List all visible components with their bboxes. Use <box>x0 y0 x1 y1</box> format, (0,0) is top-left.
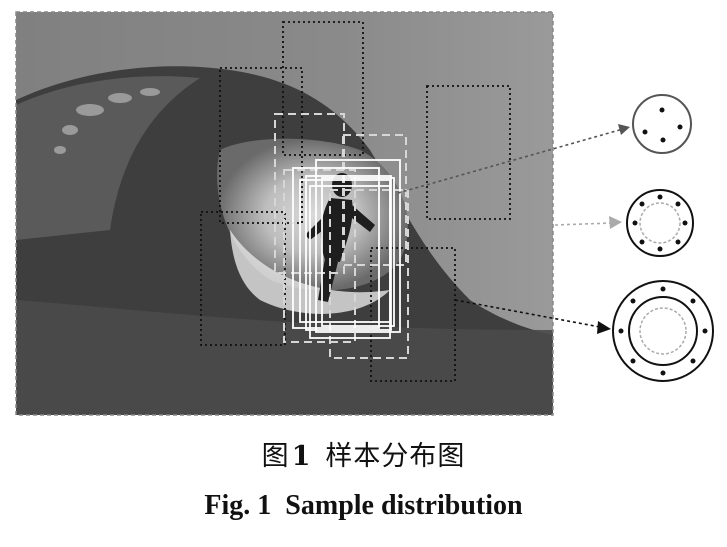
sample-box <box>292 167 380 329</box>
caption-en-text: Sample distribution <box>285 490 523 521</box>
arrow-near <box>397 128 624 194</box>
figure-caption-chinese: 图1 样本分布图 <box>0 434 727 473</box>
arrow-far <box>454 299 601 328</box>
sample-box <box>282 21 364 156</box>
sample-box <box>315 159 401 333</box>
caption-cn-text: 样本分布图 <box>325 441 466 472</box>
arrow-middle <box>554 222 613 226</box>
sample-box <box>342 134 407 266</box>
sample-box <box>426 85 511 220</box>
sample-box <box>370 247 456 382</box>
sample-box <box>329 189 409 359</box>
caption-cn-number: 1 <box>291 441 312 472</box>
wave-crest <box>16 76 200 240</box>
photo-border <box>15 11 554 416</box>
sampling-circle-small <box>632 94 692 154</box>
surf-photo <box>15 11 554 416</box>
lower-sea <box>16 300 553 415</box>
caption-en-number: 1 <box>257 490 272 521</box>
caption-en-prefix: Fig. <box>204 490 251 521</box>
sample-box <box>305 175 392 331</box>
crest-foam <box>54 88 160 154</box>
sampling-circle-large <box>612 280 714 382</box>
caption-cn-prefix: 图 <box>261 441 290 472</box>
arrows <box>397 124 630 334</box>
sampling-circle-medium <box>626 189 694 257</box>
sample-box <box>309 185 391 339</box>
sample-box <box>219 67 303 224</box>
figure-caption-english: Fig. 1 Sample distribution <box>0 490 727 522</box>
sample-box <box>283 169 356 343</box>
near-sample-boxes <box>292 159 401 339</box>
sample-box <box>321 177 395 327</box>
whitewater <box>230 230 390 314</box>
sample-distribution-figure <box>15 11 714 416</box>
